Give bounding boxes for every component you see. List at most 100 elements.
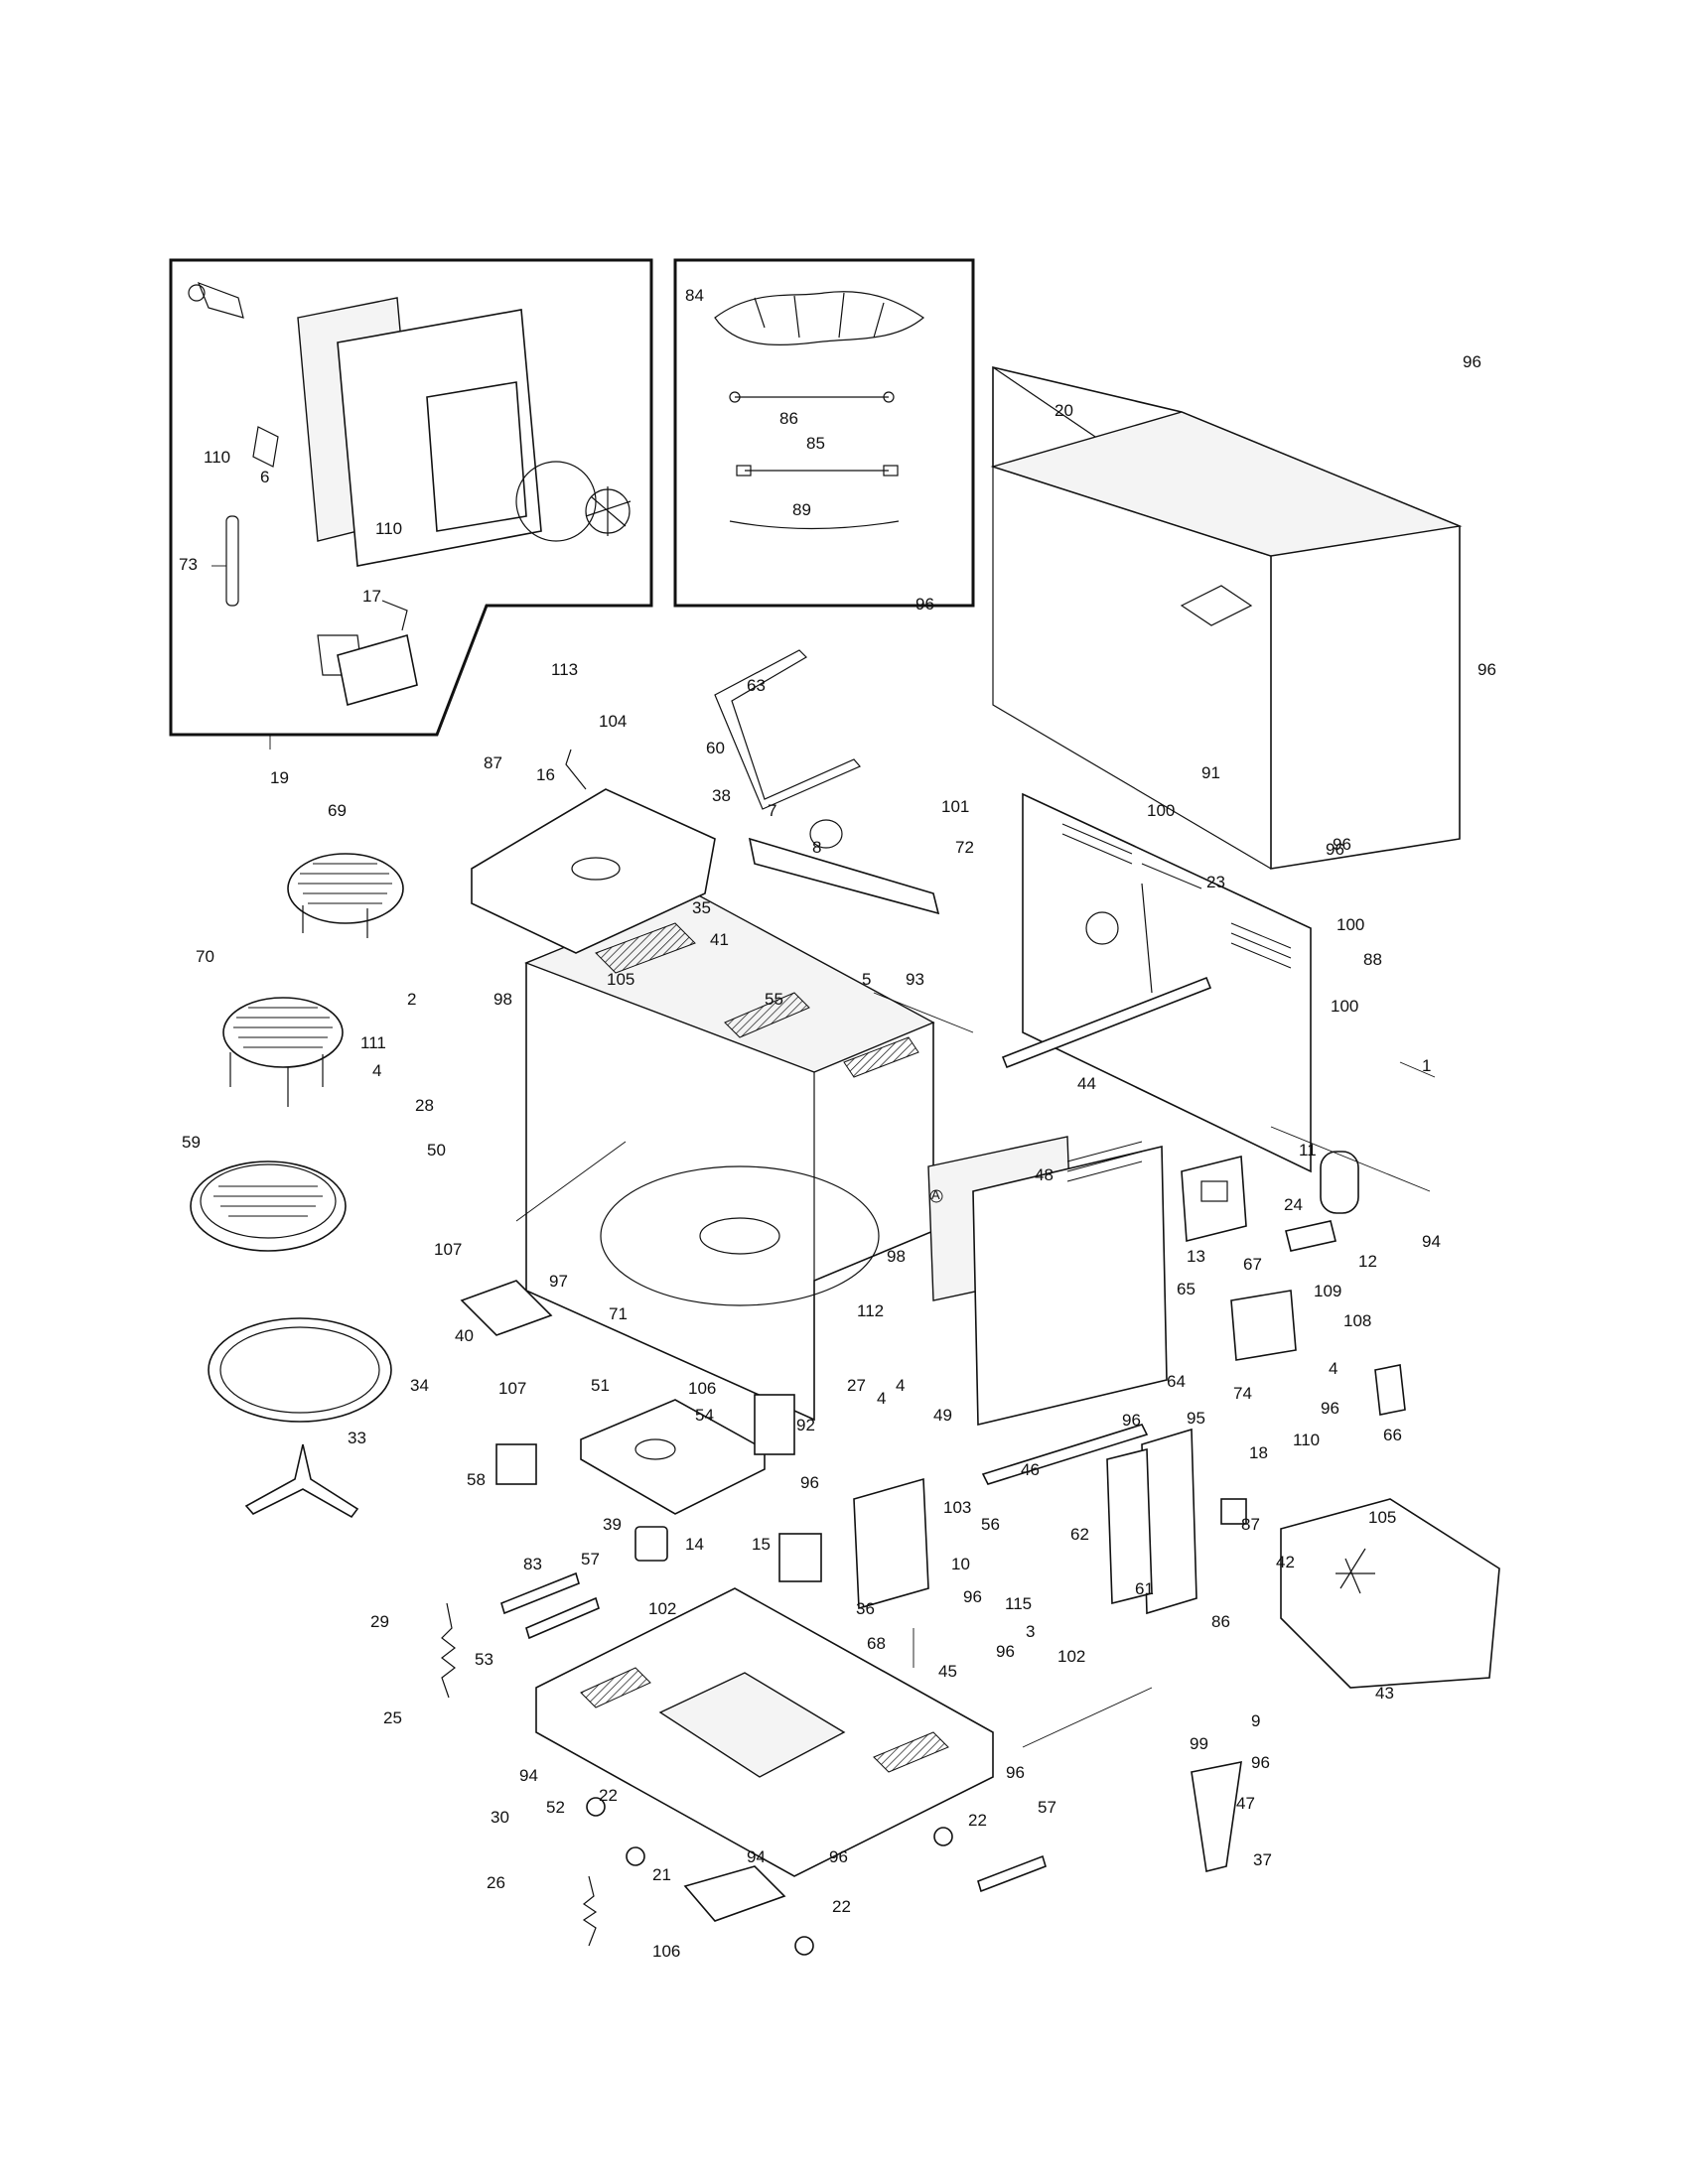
callout-100: 100 bbox=[1336, 915, 1365, 934]
callout-56: 56 bbox=[981, 1515, 1000, 1534]
callout-14: 14 bbox=[685, 1535, 704, 1554]
lamp-bracket bbox=[748, 819, 940, 915]
callout-106: 106 bbox=[652, 1942, 681, 1961]
callout-63: 63 bbox=[747, 676, 766, 695]
rear-panel bbox=[1022, 792, 1312, 1173]
callout-28: 28 bbox=[415, 1096, 434, 1115]
callout-108: 108 bbox=[1343, 1311, 1372, 1330]
callout-4: 4 bbox=[877, 1389, 887, 1408]
callout-109: 109 bbox=[1314, 1282, 1342, 1300]
callout-86: 86 bbox=[1211, 1612, 1230, 1631]
callout-38: 38 bbox=[712, 786, 731, 805]
callout-3: 3 bbox=[1026, 1622, 1036, 1641]
callout-53: 53 bbox=[475, 1650, 493, 1669]
callout-107: 107 bbox=[434, 1240, 463, 1259]
callout-104: 104 bbox=[599, 712, 628, 731]
callout-113: 113 bbox=[551, 660, 579, 679]
cover-92 bbox=[754, 1394, 795, 1455]
callout-96: 96 bbox=[963, 1587, 982, 1606]
callout-4: 4 bbox=[1329, 1359, 1338, 1378]
cavity-frame bbox=[524, 892, 935, 1422]
callout-95: 95 bbox=[1187, 1409, 1205, 1428]
callout-105: 105 bbox=[607, 970, 635, 989]
strip-46 bbox=[981, 1424, 1149, 1485]
rack-69 bbox=[287, 853, 404, 938]
callout-96: 96 bbox=[800, 1473, 819, 1492]
callout-66: 66 bbox=[1383, 1426, 1402, 1444]
callout-55: 55 bbox=[765, 990, 783, 1009]
callout-27: 27 bbox=[847, 1376, 866, 1395]
callout-105: 105 bbox=[1368, 1508, 1397, 1527]
callout-8: 8 bbox=[812, 838, 822, 857]
callout-59: 59 bbox=[182, 1133, 201, 1152]
callout-83: 83 bbox=[523, 1555, 542, 1573]
callout-89: 89 bbox=[792, 500, 811, 519]
inset-door-assembly bbox=[169, 258, 653, 737]
callout-67: 67 bbox=[1243, 1255, 1262, 1274]
callout-29: 29 bbox=[370, 1612, 389, 1631]
callout-57: 57 bbox=[581, 1550, 600, 1569]
callout-99: 99 bbox=[1190, 1734, 1208, 1753]
callout-94: 94 bbox=[519, 1766, 538, 1785]
callout-87: 87 bbox=[1241, 1515, 1260, 1534]
fan-assembly-43 bbox=[1280, 1498, 1500, 1689]
callout-62: 62 bbox=[1070, 1525, 1089, 1544]
callout-111: 111 bbox=[360, 1033, 386, 1052]
spring-53 bbox=[441, 1602, 456, 1699]
callout-72: 72 bbox=[955, 838, 974, 857]
turntable-34 bbox=[208, 1317, 392, 1423]
spring-52 bbox=[582, 1875, 598, 1947]
callout-98: 98 bbox=[493, 990, 512, 1009]
callout-96: 96 bbox=[1326, 840, 1344, 859]
callout-94: 94 bbox=[747, 1847, 766, 1866]
callout-1: 1 bbox=[1422, 1056, 1432, 1075]
callout-30: 30 bbox=[491, 1808, 509, 1827]
callout-106: 106 bbox=[688, 1379, 717, 1398]
shield-58 bbox=[495, 1443, 537, 1485]
bracket-24 bbox=[1285, 1220, 1336, 1252]
callout-102: 102 bbox=[648, 1599, 677, 1618]
callout-7: 7 bbox=[768, 801, 777, 820]
strip-57b bbox=[977, 1854, 1047, 1893]
callout-4: 4 bbox=[372, 1061, 382, 1080]
callout-16: 16 bbox=[536, 765, 555, 784]
callout-42: 42 bbox=[1276, 1553, 1295, 1571]
inset-wiring-harness bbox=[673, 258, 975, 608]
callout-54: 54 bbox=[695, 1406, 714, 1425]
callout-22: 22 bbox=[968, 1811, 987, 1830]
callout-73: 73 bbox=[179, 555, 198, 574]
callout-37: 37 bbox=[1253, 1850, 1272, 1869]
plate-40 bbox=[460, 1280, 553, 1336]
callout-110: 110 bbox=[204, 448, 231, 467]
callout-87: 87 bbox=[484, 753, 502, 772]
callout-9: 9 bbox=[1251, 1711, 1261, 1730]
leader-lines bbox=[211, 565, 1436, 1748]
rack-70 bbox=[222, 997, 344, 1107]
callout-17: 17 bbox=[362, 587, 381, 606]
roller-33 bbox=[244, 1443, 359, 1519]
callout-70: 70 bbox=[196, 947, 214, 966]
callout-96: 96 bbox=[1463, 352, 1481, 371]
callout-58: 58 bbox=[467, 1470, 486, 1489]
reference-mark-a: A bbox=[931, 1187, 940, 1202]
magnetron-13 bbox=[1181, 1155, 1247, 1243]
callout-35: 35 bbox=[692, 898, 711, 917]
callout-110: 110 bbox=[375, 519, 403, 538]
callout-74: 74 bbox=[1233, 1384, 1252, 1403]
callout-43: 43 bbox=[1375, 1684, 1394, 1703]
callout-36: 36 bbox=[856, 1599, 875, 1618]
callout-34: 34 bbox=[410, 1376, 429, 1395]
strip-44 bbox=[1001, 976, 1212, 1069]
callout-48: 48 bbox=[1035, 1165, 1054, 1184]
top-duct bbox=[471, 749, 716, 954]
callout-61: 61 bbox=[1135, 1579, 1154, 1598]
callout-23: 23 bbox=[1206, 873, 1225, 891]
cover-66 bbox=[1374, 1364, 1406, 1416]
outer-cabinet bbox=[990, 365, 1463, 870]
callout-2: 2 bbox=[407, 990, 417, 1009]
callout-110: 110 bbox=[1293, 1431, 1321, 1449]
motor-14 bbox=[634, 1526, 668, 1562]
callout-15: 15 bbox=[752, 1535, 771, 1554]
callout-101: 101 bbox=[941, 797, 970, 816]
